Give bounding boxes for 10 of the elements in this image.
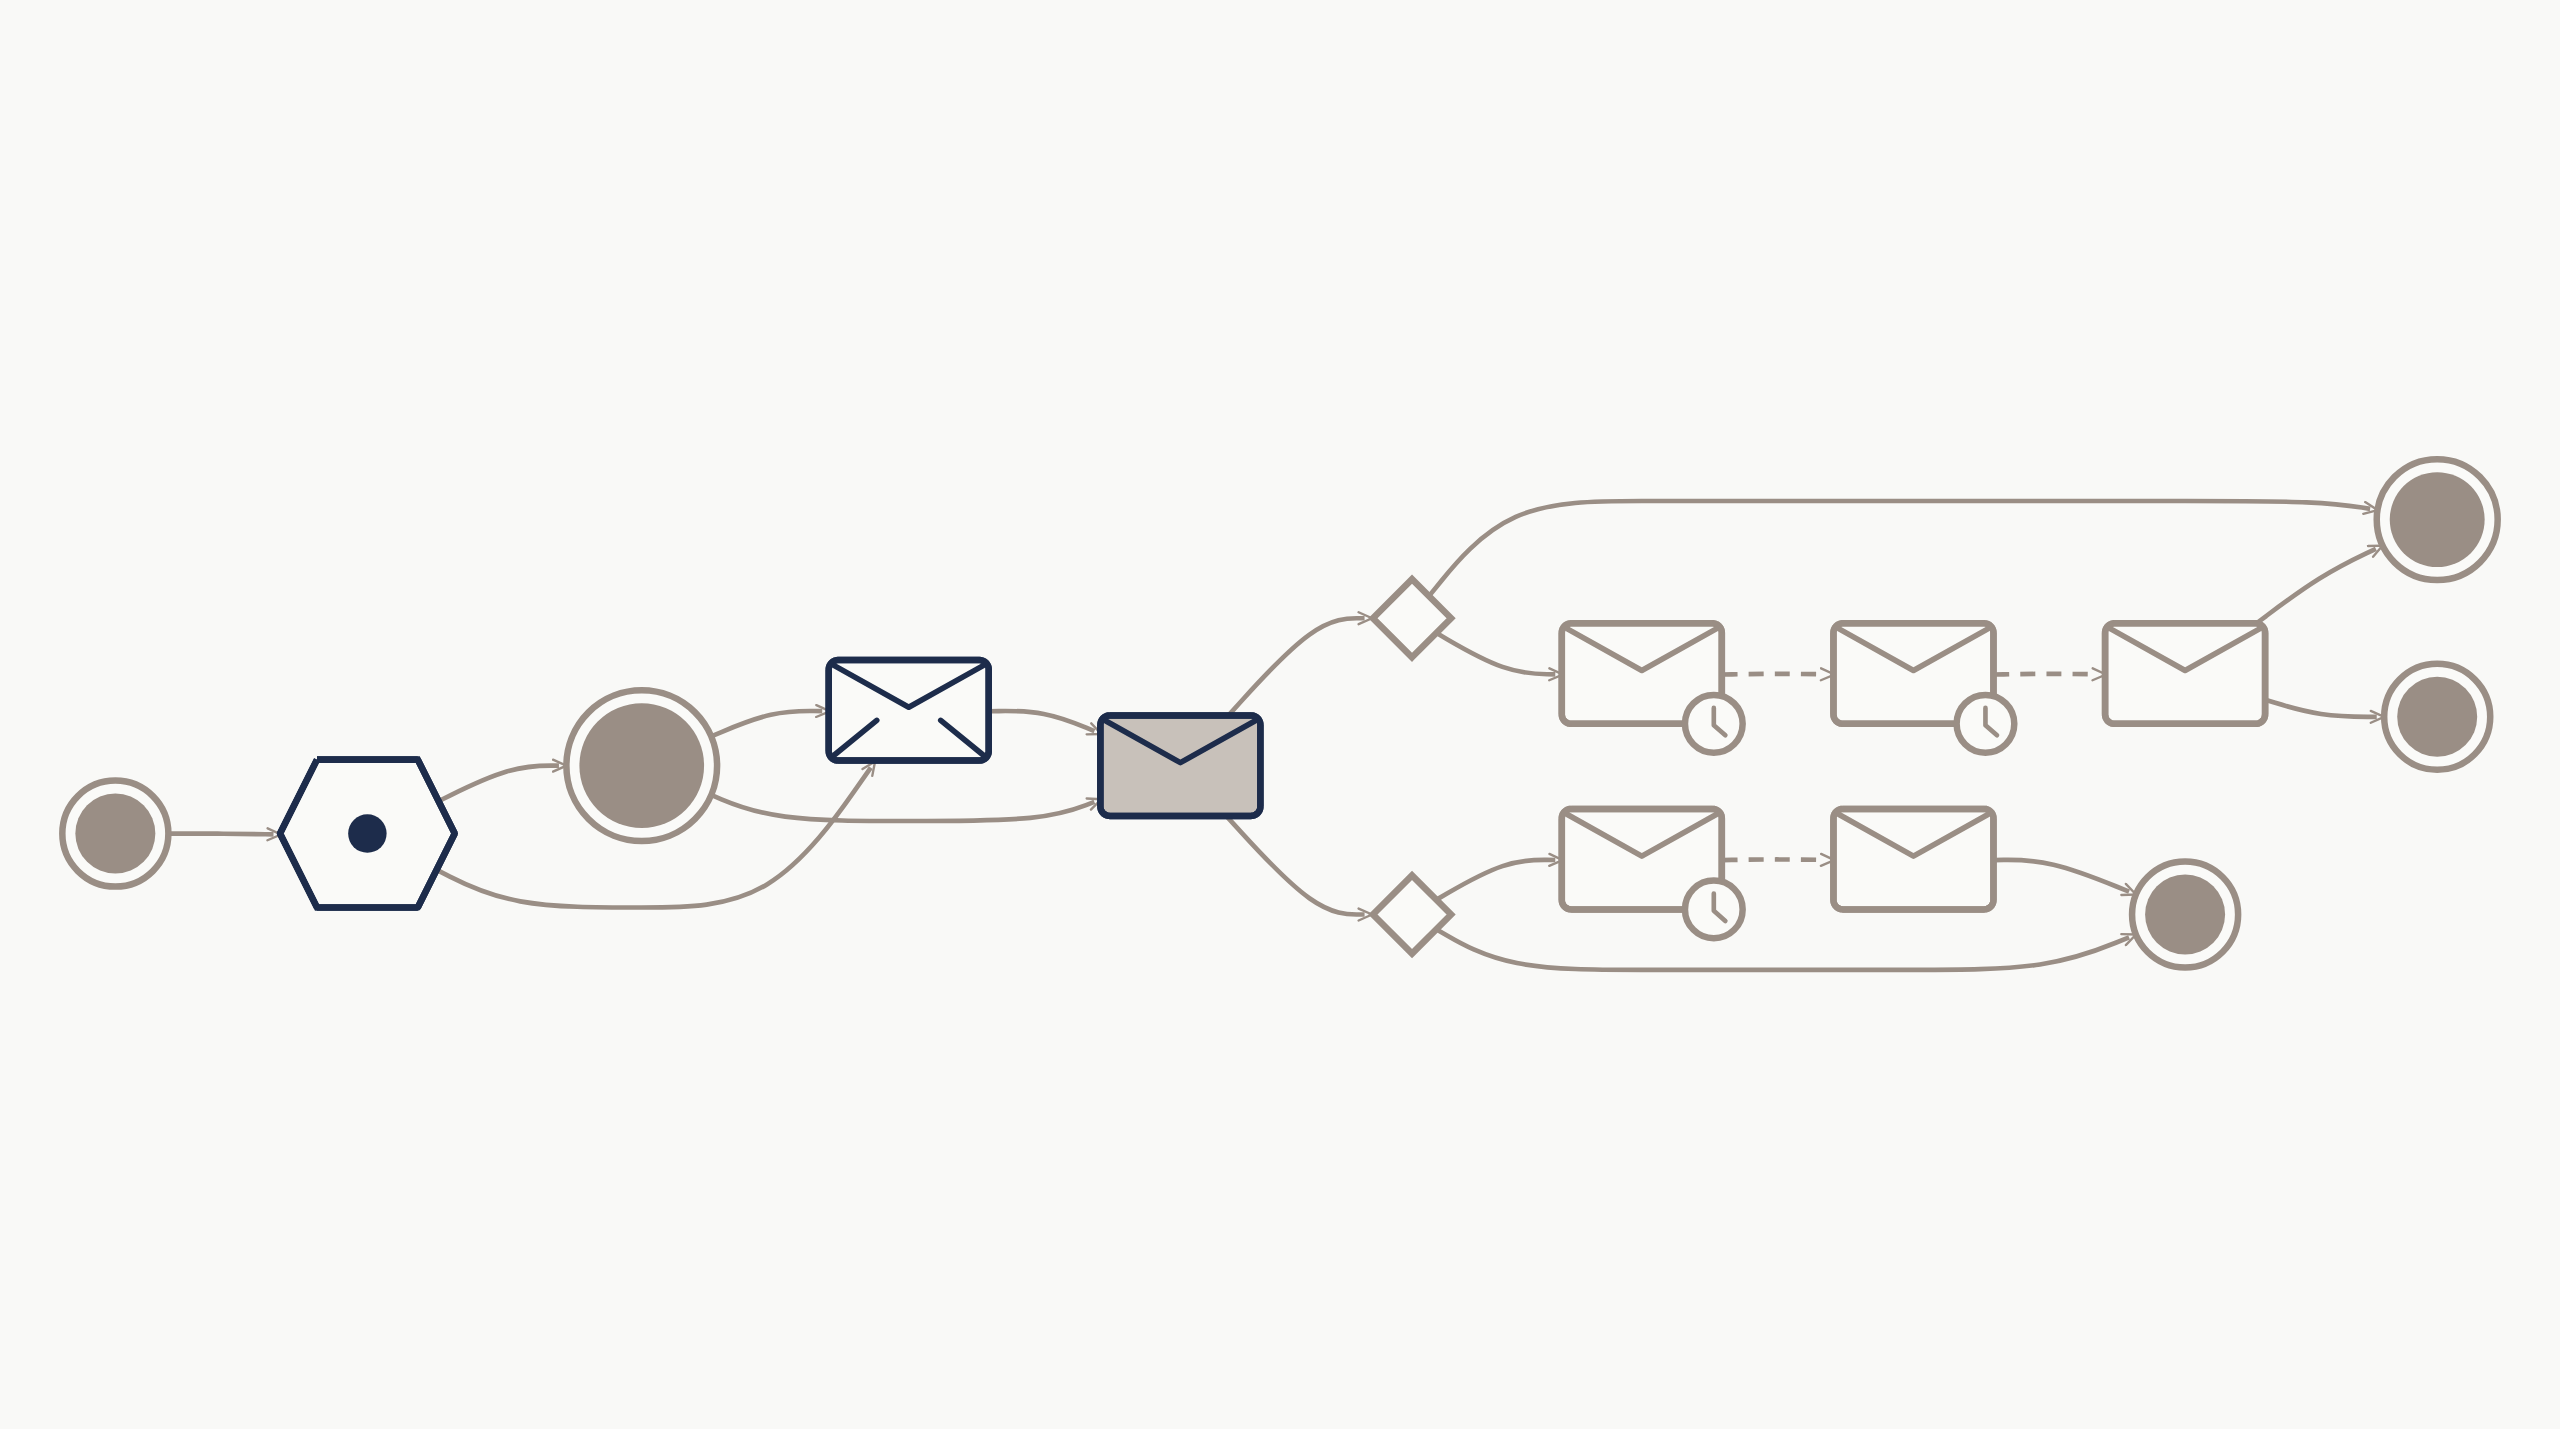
node-circle bbox=[59, 777, 172, 890]
node-clock bbox=[1953, 691, 2018, 756]
node-circle bbox=[2128, 858, 2242, 971]
node-circle bbox=[2380, 660, 2494, 774]
node-diamond bbox=[1368, 870, 1456, 959]
node-clock bbox=[1681, 691, 1746, 756]
node-circle bbox=[2373, 455, 2501, 584]
node-circle bbox=[563, 687, 721, 845]
node-diamond bbox=[1368, 574, 1456, 662]
node-clock bbox=[1681, 877, 1746, 942]
